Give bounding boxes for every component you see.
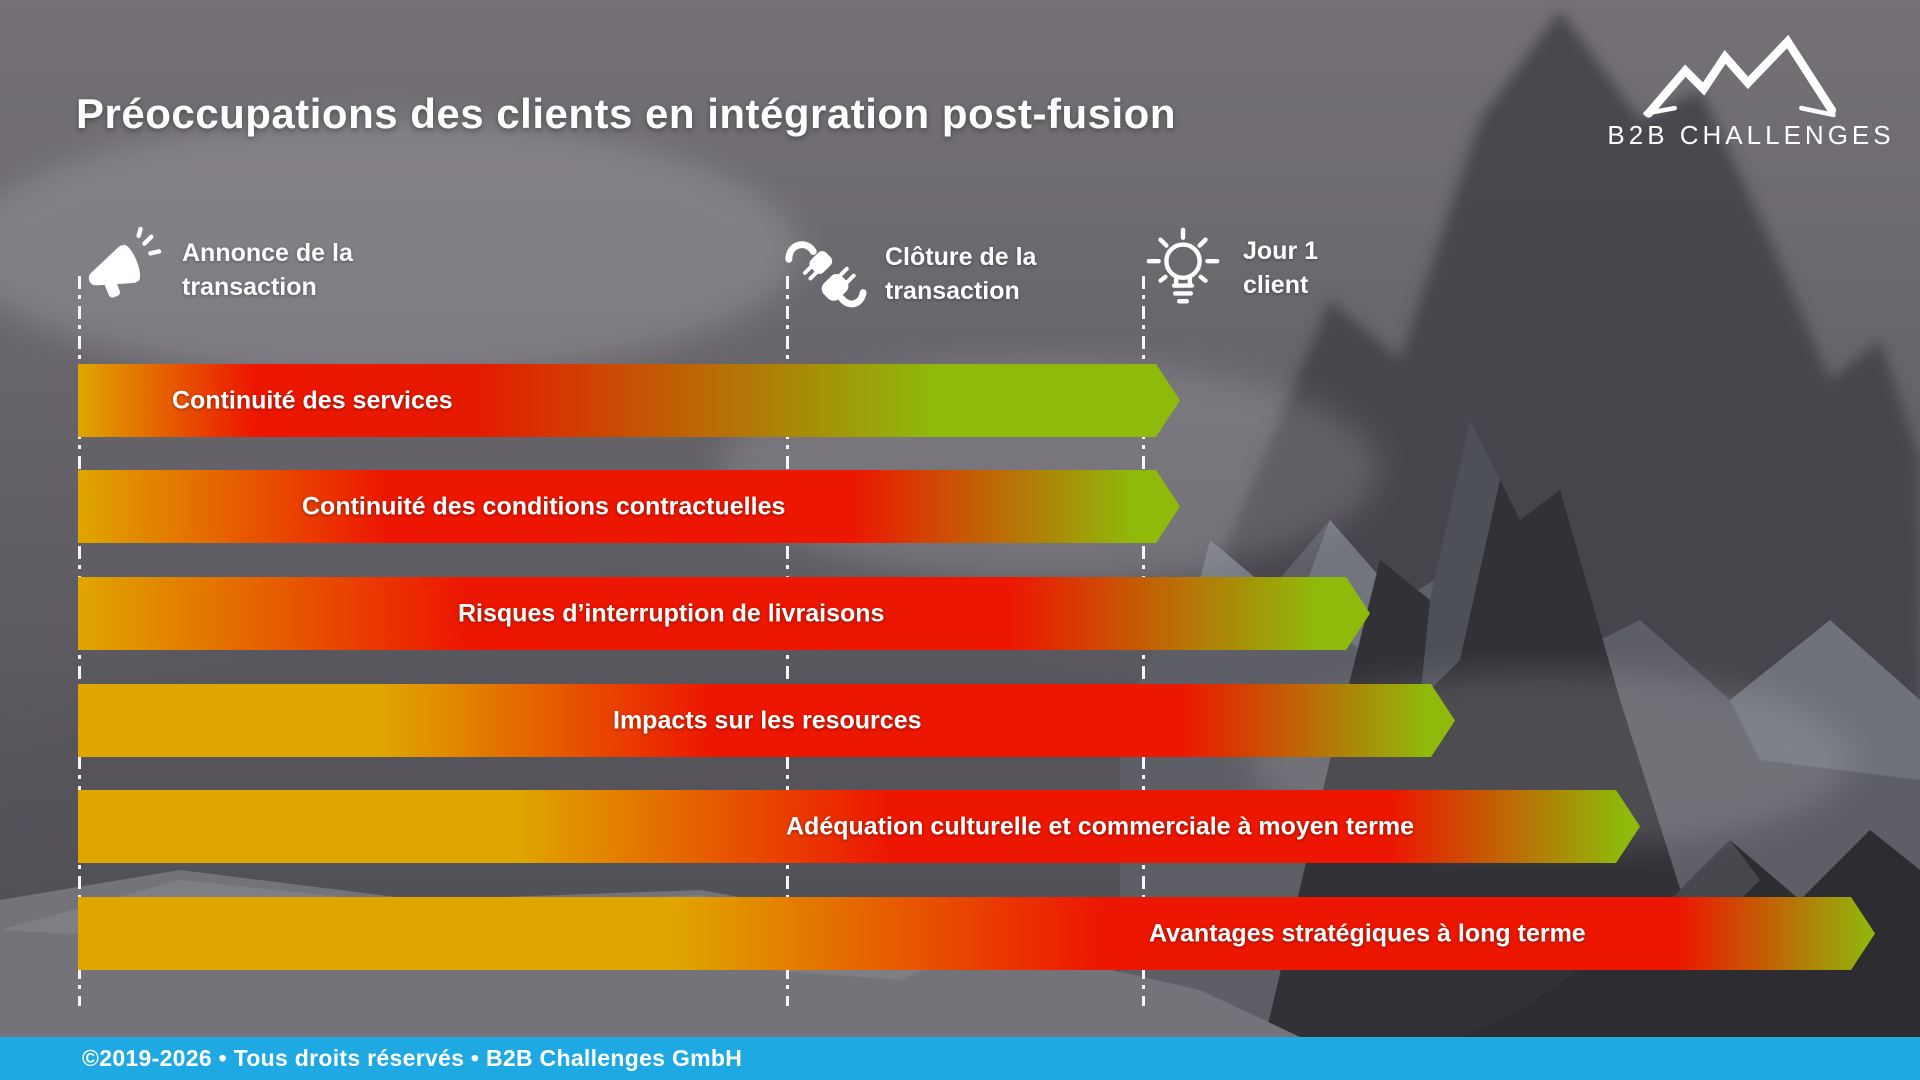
milestone-announcement: Annonce de la transaction bbox=[78, 226, 353, 314]
concern-bar: Avantages stratégiques à long terme bbox=[78, 897, 1875, 970]
company-logo: B2B CHALLENGES bbox=[1596, 34, 1906, 151]
concern-bar: Impacts sur les resources bbox=[78, 684, 1455, 757]
concern-bar: Continuité des conditions contractuelles bbox=[78, 470, 1180, 543]
concern-bar-label: Continuité des conditions contractuelles bbox=[302, 492, 786, 520]
concern-bar-label: Impacts sur les resources bbox=[613, 706, 922, 734]
milestone-day1: Jour 1 client bbox=[1139, 224, 1318, 312]
megaphone-icon bbox=[88, 226, 162, 298]
concern-bar: Continuité des services bbox=[78, 364, 1180, 437]
milestone-closing-label: Clôture de la transaction bbox=[885, 243, 1037, 305]
plug-icon bbox=[785, 241, 867, 308]
concern-bar-label: Avantages stratégiques à long terme bbox=[1149, 919, 1586, 947]
milestone-day1-label: Jour 1 client bbox=[1243, 237, 1319, 299]
lightbulb-icon bbox=[1146, 227, 1220, 304]
concern-bar-label: Risques d’interruption de livraisons bbox=[458, 599, 885, 627]
milestone-closing: Clôture de la transaction bbox=[781, 230, 1036, 318]
mountain-logo-icon bbox=[1643, 34, 1837, 118]
concern-bar: Adéquation culturelle et commerciale à m… bbox=[78, 790, 1640, 863]
page-title: Préoccupations des clients en intégratio… bbox=[76, 90, 1176, 138]
concern-bar-label: Adéquation culturelle et commerciale à m… bbox=[786, 812, 1414, 840]
concern-bar: Risques d’interruption de livraisons bbox=[78, 577, 1370, 650]
concern-bar-label: Continuité des services bbox=[172, 386, 453, 414]
logo-text: B2B CHALLENGES bbox=[1607, 120, 1895, 150]
footer-bar: ©2019-2026 • Tous droits réservés • B2B … bbox=[0, 1037, 1920, 1080]
copyright-text: ©2019-2026 • Tous droits réservés • B2B … bbox=[82, 1045, 743, 1071]
milestone-announcement-label: Annonce de la transaction bbox=[182, 239, 353, 301]
